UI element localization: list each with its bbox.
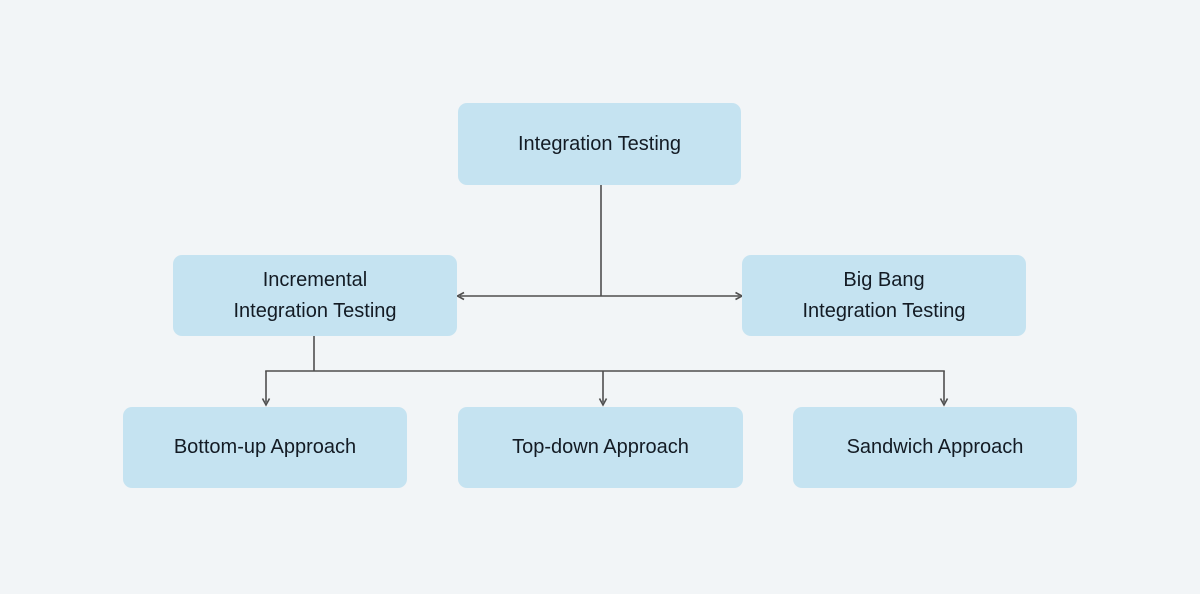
- node-top-down-approach: Top-down Approach: [458, 407, 743, 488]
- node-integration-testing: Integration Testing: [458, 103, 741, 185]
- node-sandwich-approach: Sandwich Approach: [793, 407, 1077, 488]
- node-bottom-up-approach: Bottom-up Approach: [123, 407, 407, 488]
- node-big-bang-integration-testing: Big Bang Integration Testing: [742, 255, 1026, 336]
- node-incremental-integration-testing: Incremental Integration Testing: [173, 255, 457, 336]
